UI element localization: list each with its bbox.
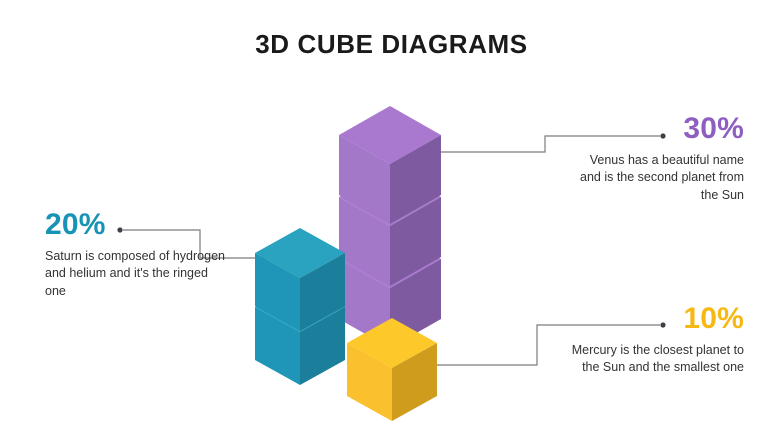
cube-stack-purple (339, 106, 441, 348)
cube-face-right (300, 307, 345, 385)
connector-saturn (123, 229, 282, 259)
page-title: 3D CUBE DIAGRAMS (255, 29, 528, 59)
connector-dot-mercury (660, 322, 666, 328)
cube-face-left (339, 135, 390, 224)
cube-face-right (390, 197, 441, 286)
callout-percent-venus: 30% (683, 112, 744, 145)
callout-percent-mercury: 10% (683, 302, 744, 335)
connector-mercury (425, 324, 660, 366)
cube-teal-1 (255, 228, 345, 331)
cube-purple-1 (339, 106, 441, 224)
cube-face-right (392, 343, 437, 421)
cube-face-left (255, 307, 300, 385)
callout-mercury: 10% Mercury is the closest planet to the… (566, 303, 744, 377)
callout-description-saturn: Saturn is composed of hydrogen and heliu… (45, 248, 225, 299)
connector-dot-saturn (117, 227, 123, 233)
cube-face-left (339, 259, 390, 348)
cube-face-left (339, 197, 390, 286)
cube-face-right (300, 253, 345, 331)
callout-saturn: 20% Saturn is composed of hydrogen and h… (45, 209, 225, 301)
callout-description-mercury: Mercury is the closest planet to the Sun… (571, 342, 744, 375)
cube-stack-yellow (347, 318, 437, 421)
connector-venus (426, 135, 660, 153)
cube-face-left (347, 343, 392, 421)
cube-stack-teal (255, 228, 345, 385)
callout-description-venus: Venus has a beautiful name and is the se… (580, 152, 744, 203)
callout-percent-saturn: 20% (45, 208, 106, 241)
cube-yellow-1 (347, 318, 437, 421)
callout-venus: 30% Venus has a beautiful name and is th… (566, 113, 744, 205)
cube-face-left (255, 253, 300, 331)
connector-dot-venus (660, 133, 666, 139)
cube-face-right (390, 135, 441, 224)
